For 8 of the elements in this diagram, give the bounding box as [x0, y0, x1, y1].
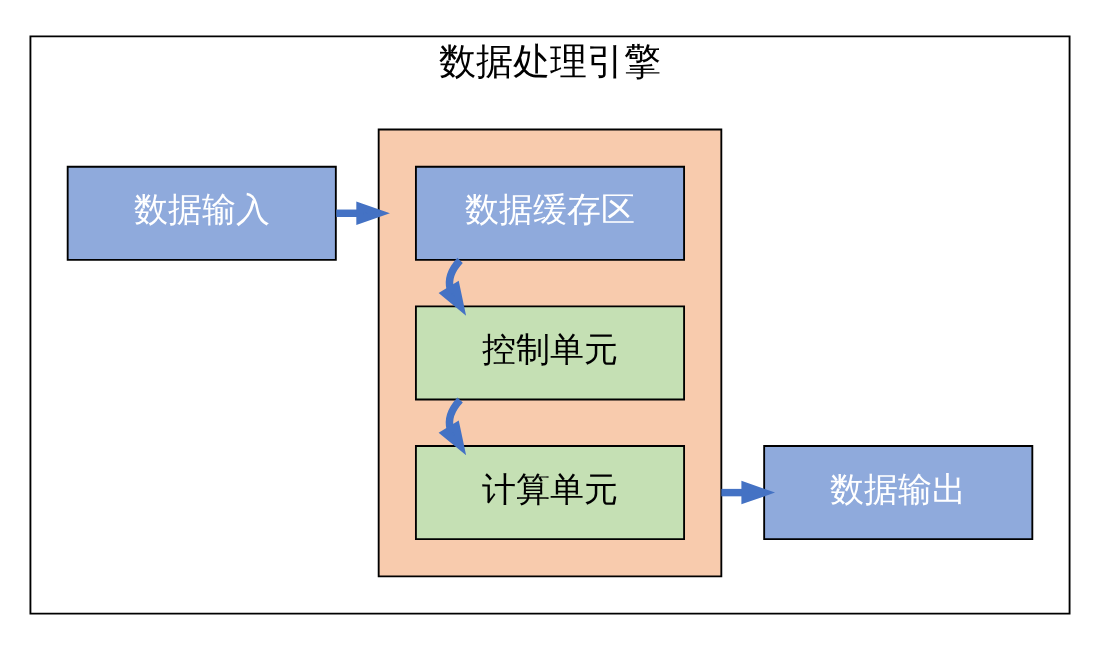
node-box: 计算单元	[415, 444, 685, 540]
node-box: 控制单元	[415, 304, 685, 400]
arrow	[336, 201, 390, 225]
node-box: 数据输入	[66, 165, 337, 261]
node-box: 数据输出	[763, 444, 1034, 540]
cluster	[377, 128, 723, 577]
node-box: 数据缓存区	[415, 165, 685, 261]
arrow	[721, 480, 776, 504]
